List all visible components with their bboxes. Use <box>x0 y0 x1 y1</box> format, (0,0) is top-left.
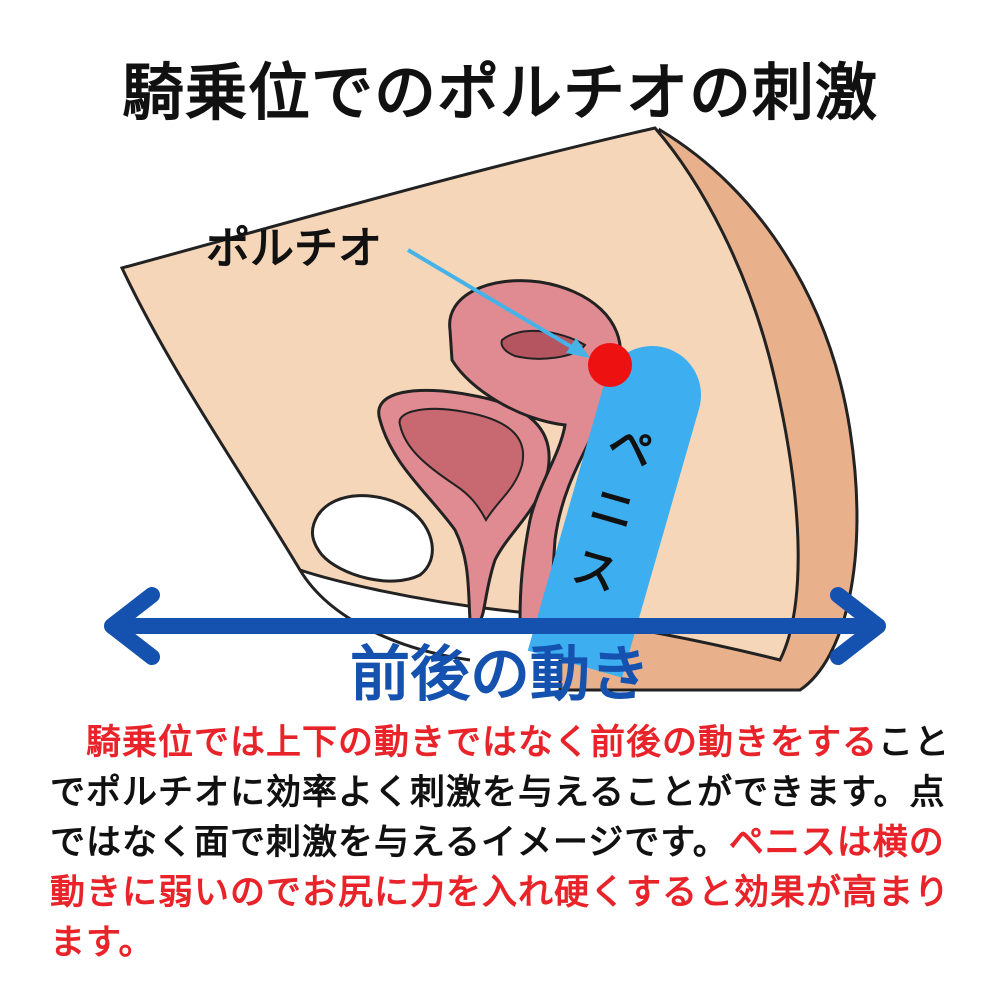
uterus <box>448 279 622 622</box>
porutio-label: ポルチオ <box>206 223 382 274</box>
bladder-inner <box>398 407 525 523</box>
porutio-point <box>588 343 632 387</box>
movement-arrow-left-head <box>104 587 160 665</box>
movement-label: 前後の動き <box>350 640 650 710</box>
description-highlight: 騎乗位では上下の動きではなく前後の動きをする <box>50 723 879 763</box>
uterine-cavity <box>500 329 587 360</box>
porutio-pointer-line <box>406 248 582 354</box>
description-text: ことでポルチオに効率よく刺激を与えることができます。点ではなく面で刺激を与えるイ… <box>50 723 951 863</box>
description-paragraph: 騎乗位では上下の動きではなく前後の動きをすることでポルチオに効率よく刺激を与える… <box>50 718 960 968</box>
movement-arrow-right-head <box>830 587 886 665</box>
penis-shape <box>527 381 700 678</box>
pubic-bone <box>311 494 434 583</box>
description-highlight: ペニスは横の動きに弱いのでお尻に力を入れ硬くすると効果が高まります。 <box>50 823 951 963</box>
page-title: 騎乗位でのポルチオの刺激 <box>121 56 878 129</box>
porutio-pointer-head <box>566 338 590 358</box>
